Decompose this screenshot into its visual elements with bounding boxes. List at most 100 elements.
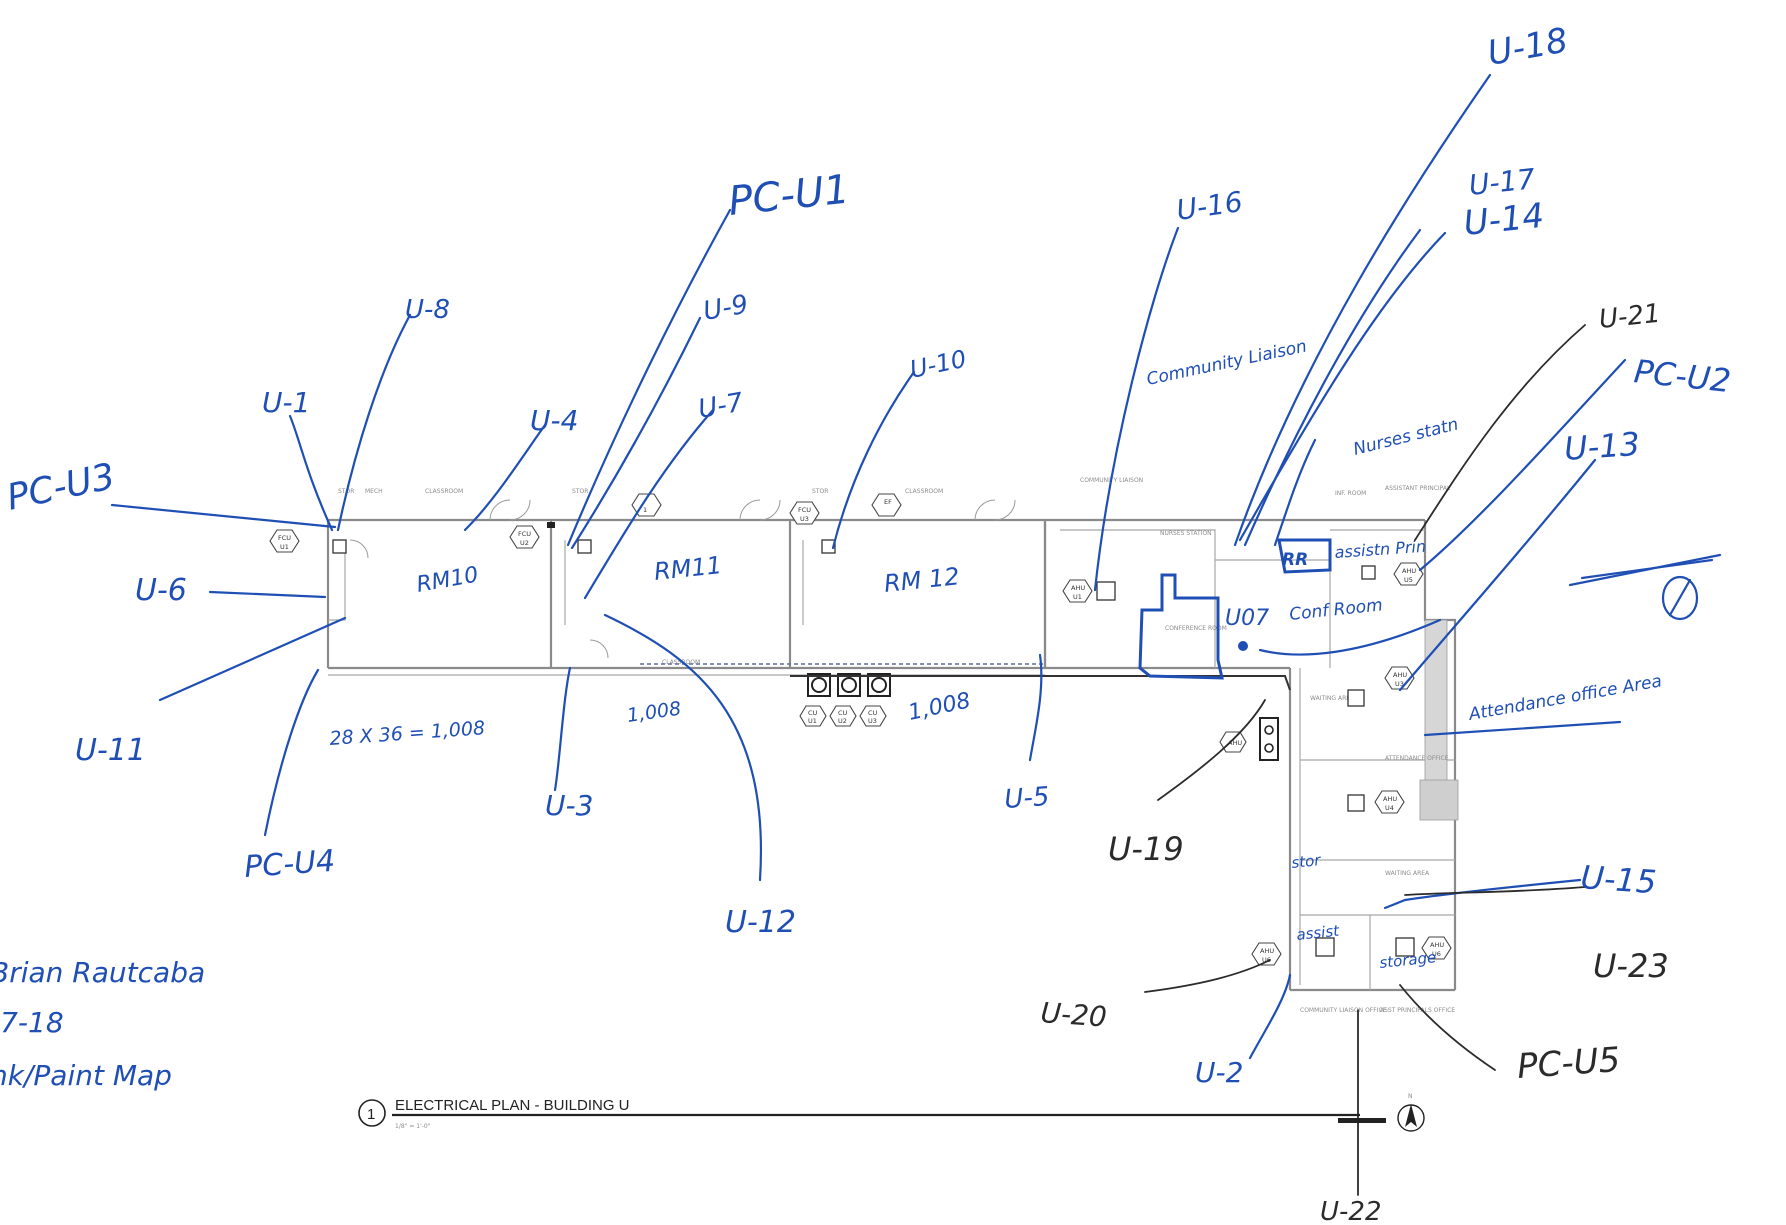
signature-note: nk/Paint Map (0, 1059, 172, 1092)
tag-u15: U-15 (1579, 858, 1657, 901)
tag-u1: U-1 (262, 386, 310, 419)
tag-u3: U-3 (545, 789, 593, 822)
area-value: 1,008 (626, 698, 683, 727)
room-label-rm11: RM11 (653, 551, 723, 586)
svg-text:AHU: AHU (1071, 584, 1085, 592)
tag-u13: U-13 (1563, 425, 1641, 468)
room-label-conf: Conf Room (1288, 595, 1383, 625)
equipment-tag: AHU (1219, 731, 1247, 753)
svg-text:CU: CU (838, 709, 848, 717)
tag-u11: U-11 (75, 733, 146, 768)
tag-pc-u1: PC-U1 (726, 167, 851, 225)
device-box (547, 522, 555, 528)
tag-u16: U-16 (1174, 185, 1244, 227)
room-label: ATTENDANCE OFFICE (1385, 755, 1449, 762)
signature-date: -7-18 (0, 1006, 64, 1039)
label-nurses-station: Nurses statn (1351, 414, 1460, 459)
room-label: CLASSROOM (662, 659, 700, 666)
tag-pc-u3: PC-U3 (3, 456, 118, 519)
label-attendance: Attendance office Area (1466, 671, 1663, 725)
device-box (1315, 937, 1335, 957)
tag-u22: U-22 (1320, 1197, 1382, 1225)
equipment-tag: AHU U6 (1251, 942, 1282, 966)
svg-text:FCU: FCU (278, 534, 291, 542)
drawing-scale: 1/8" = 1'-0" (395, 1123, 431, 1130)
equipment-tag: CU U1 (799, 705, 827, 727)
device-box (1347, 794, 1365, 812)
device-box (821, 539, 836, 554)
room-label: STOR (812, 488, 828, 495)
svg-text:U6: U6 (1432, 950, 1441, 958)
room-label: COMMUNITY LIAISON OFFICE (1300, 1007, 1387, 1014)
equipment-tag: CU U2 (829, 705, 857, 727)
equipment-tag: CU U3 (859, 705, 887, 727)
tag-u9: U-9 (701, 290, 750, 327)
signature: Brian Rautcaba -7-18 nk/Paint Map (0, 956, 205, 1092)
room-label-rr: RR (1282, 550, 1308, 570)
svg-text:U6: U6 (1262, 956, 1271, 964)
view-number: 1 (367, 1106, 375, 1123)
callout-tags: PC-U3 U-1 U-8 U-6 U-11 PC-U4 U-4 PC-U1 U… (3, 21, 1732, 1225)
svg-text:AHU: AHU (1228, 739, 1242, 747)
room-label: ASST PRINCIPALS OFFICE (1380, 1007, 1455, 1014)
svg-text:U2: U2 (838, 717, 847, 725)
dark-leaders (1144, 324, 1586, 1196)
tag-u8: U-8 (405, 295, 450, 325)
equipment-tag: FCU U2 (509, 525, 540, 549)
view-number-circle (358, 1099, 386, 1127)
tag-u20: U-20 (1040, 996, 1108, 1034)
label-stor: stor (1291, 851, 1323, 872)
svg-text:AHU: AHU (1402, 567, 1416, 575)
equipment-symbols: FCU U1 FCU U2 FCU U3 1 EF (269, 493, 1452, 966)
svg-text:U2: U2 (520, 539, 529, 547)
tag-u19: U-19 (1108, 830, 1184, 868)
svg-text:EF: EF (884, 498, 892, 506)
tag-u4: U-4 (530, 404, 578, 437)
svg-text:FCU: FCU (518, 530, 531, 538)
tag-u7: U-7 (696, 387, 746, 424)
svg-text:AHU: AHU (1260, 947, 1274, 955)
svg-text:U4: U4 (1385, 804, 1394, 812)
equipment-tag: AHU U6 (1421, 936, 1452, 960)
svg-text:FCU: FCU (798, 506, 811, 514)
svg-text:U3: U3 (868, 717, 877, 725)
room-label: WAITING AREA (1310, 695, 1355, 702)
room-label: ASSISTANT PRINCIPAL (1385, 485, 1451, 492)
tag-u18: U-18 (1485, 21, 1571, 74)
area-value: 1,008 (906, 688, 973, 726)
room-label-u07: U07 (1225, 606, 1269, 631)
tag-u17: U-17 (1467, 162, 1536, 202)
room-label: MECH (365, 488, 383, 495)
device-box (1361, 565, 1376, 580)
tag-pc-u5: PC-U5 (1516, 1040, 1622, 1087)
svg-text:U1: U1 (1073, 593, 1082, 601)
equipment-tag: AHU U5 (1393, 562, 1424, 586)
condensing-units (807, 673, 891, 697)
room-label: STOR (572, 488, 588, 495)
svg-text:AHU: AHU (1383, 795, 1397, 803)
tag-u12: U-12 (725, 905, 796, 940)
tag-pc-u4: PC-U4 (243, 844, 336, 885)
room-label: CLASSROOM (425, 488, 463, 495)
svg-text:1: 1 (643, 506, 647, 514)
tag-u6: U-6 (135, 573, 187, 608)
device-box (1096, 581, 1116, 601)
label-storage: storage (1379, 948, 1438, 972)
tag-pc-u2: PC-U2 (1632, 352, 1732, 400)
room-label: WAITING AREA (1385, 870, 1430, 877)
svg-text:U1: U1 (808, 717, 817, 725)
electrical-panel (1259, 717, 1279, 761)
tag-u21: U-21 (1598, 299, 1662, 335)
svg-text:CU: CU (868, 709, 878, 717)
north-label: N (1408, 1093, 1413, 1100)
label-assist: assist (1296, 921, 1341, 943)
scale-bar (1338, 1118, 1386, 1123)
room-label-assistant: assistn Prin (1334, 537, 1427, 562)
equipment-tag: AHU U1 (1062, 579, 1093, 603)
tag-u14: U-14 (1462, 196, 1546, 244)
device-box (332, 539, 347, 554)
svg-text:U3: U3 (1395, 680, 1404, 688)
device-box (1347, 689, 1365, 707)
drawing-title-block: 1 ELECTRICAL PLAN - BUILDING U 1/8" = 1'… (358, 1093, 1425, 1132)
room-label: CLASSROOM (905, 488, 943, 495)
